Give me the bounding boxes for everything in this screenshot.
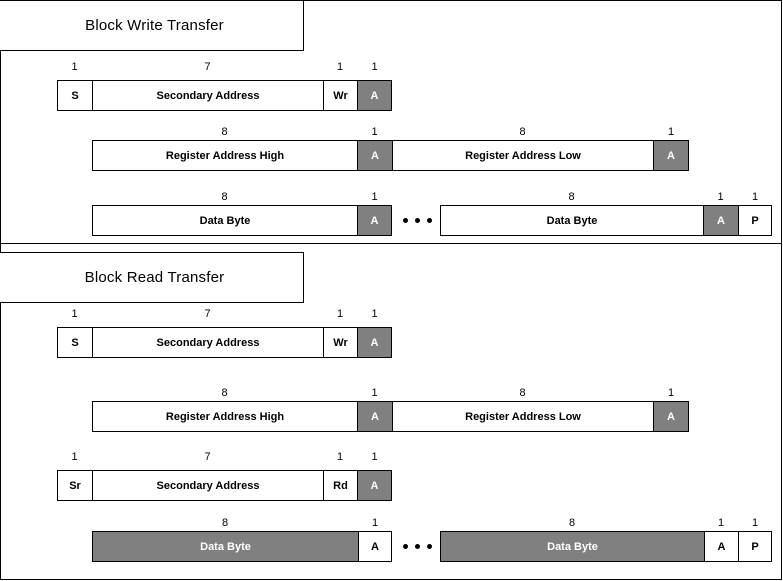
bit-width-labels-read-data-row: 8 1 8 1 1 [92,515,772,531]
bit-width-label: 1 [371,517,379,529]
bit-width-label: 1 [371,191,378,203]
frame-cell-repeated-start: Sr [57,470,92,501]
frame-cell-read-bit: Rd [323,470,357,501]
bit-width-label: 1 [371,61,378,73]
bit-width-label: 1 [71,308,78,320]
bit-width-labels-write-register-address-row: 8 1 8 1 [92,124,689,140]
bit-width-label: 1 [71,451,78,463]
frame-cell-ack: A [357,327,392,358]
bit-width-labels-write-data-row: 8 1 8 1 1 [92,189,772,205]
read-restart-address-row: Sr Secondary Address Rd A [57,470,392,501]
frame-cell-ack: A [653,401,689,432]
bit-width-label: 1 [336,308,344,320]
section-divider [0,243,782,244]
write-address-row: S Secondary Address Wr A [57,80,392,111]
ellipsis-dot [402,218,408,223]
bit-width-label: 1 [371,387,378,399]
frame-cell-register-address-low: Register Address Low [392,401,653,432]
write-data-row-first-group: Data Byte A [92,205,392,236]
bit-width-label: 1 [371,126,378,138]
ellipsis-dot [426,544,432,549]
bit-width-label: 1 [71,61,78,73]
frame-cell-secondary-address: Secondary Address [92,327,323,358]
section-title-text: Block Read Transfer [84,269,225,286]
bit-width-label: 8 [221,126,228,138]
bit-width-label: 7 [204,61,211,73]
ellipsis-dot [414,218,420,223]
frame-cell-data-byte: Data Byte [440,205,703,236]
bit-width-label: 1 [751,517,759,529]
bit-width-label: 7 [204,451,211,463]
bit-width-label-gap [392,189,440,205]
frame-cell-ack: A [653,140,689,171]
bit-width-labels-read-register-address-row: 8 1 8 1 [92,385,689,401]
read-data-row-last-group: Data Byte A P [440,531,772,562]
bit-width-label: 8 [221,517,229,529]
section-title-block-write-transfer: Block Write Transfer [0,0,304,51]
frame-cell-stop: P [738,531,772,562]
frame-cell-register-address-high: Register Address High [92,140,357,171]
frame-cell-data-byte: Data Byte [92,205,357,236]
frame-cell-write-bit: Wr [323,80,357,111]
read-register-address-row: Register Address High A Register Address… [92,401,689,432]
read-data-row-first-group: Data Byte A [92,531,392,562]
ellipsis-dot [426,218,432,223]
frame-cell-data-byte: Data Byte [440,531,704,562]
bit-width-labels-read-restart-address-row: 1 7 1 1 [57,449,392,465]
bit-width-label: 1 [667,387,675,399]
bit-width-label: 8 [519,126,526,138]
frame-cell-data-byte: Data Byte [92,531,358,562]
section-title-block-read-transfer: Block Read Transfer [0,252,304,303]
bit-width-label: 1 [717,517,725,529]
frame-cell-ack: A [357,470,392,501]
bit-width-label-gap [392,515,440,531]
bit-width-labels-read-write-address-row: 1 7 1 1 [57,306,392,322]
bit-width-label: 1 [751,191,759,203]
frame-cell-register-address-high: Register Address High [92,401,357,432]
frame-cell-ack: A [704,531,738,562]
bit-width-label: 1 [336,61,344,73]
section-title-text: Block Write Transfer [85,17,224,34]
frame-cell-ack: A [357,205,392,236]
write-data-row-last-group: Data Byte A P [440,205,772,236]
bit-width-labels-write-address-row: 1 7 1 1 [57,59,392,75]
bit-width-label: 8 [221,387,228,399]
bit-width-label: 1 [371,451,378,463]
frame-cell-secondary-address: Secondary Address [92,470,323,501]
bit-width-label: 1 [371,308,378,320]
write-register-address-row: Register Address High A Register Address… [92,140,689,171]
bit-width-label: 1 [717,191,724,203]
bit-width-label: 1 [336,451,344,463]
repeat-ellipsis-icon [394,205,440,236]
repeat-ellipsis-icon [394,531,440,562]
frame-cell-write-bit: Wr [323,327,357,358]
bit-width-label: 1 [667,126,675,138]
ellipsis-dot [414,544,420,549]
bit-width-label: 8 [221,191,228,203]
bit-width-label: 8 [568,517,576,529]
ellipsis-dot [402,544,408,549]
frame-cell-register-address-low: Register Address Low [392,140,653,171]
frame-cell-ack: A [357,401,392,432]
bit-width-label: 8 [519,387,526,399]
frame-cell-ack: A [357,80,392,111]
frame-cell-ack: A [358,531,392,562]
frame-cell-start: S [57,327,92,358]
bit-width-label: 8 [568,191,575,203]
frame-cell-secondary-address: Secondary Address [92,80,323,111]
frame-cell-ack: A [357,140,392,171]
read-write-address-row: S Secondary Address Wr A [57,327,392,358]
frame-cell-ack: A [703,205,738,236]
frame-cell-start: S [57,80,92,111]
frame-cell-stop: P [738,205,772,236]
bit-width-label: 7 [204,308,211,320]
